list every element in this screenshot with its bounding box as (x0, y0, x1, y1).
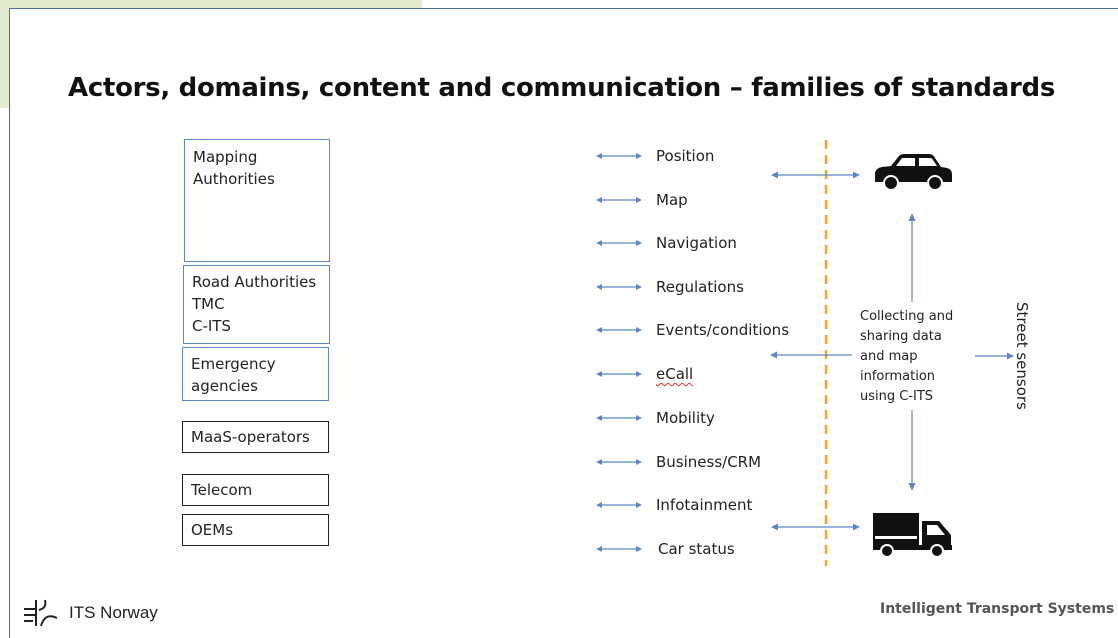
footer-logo-text: ITS Norway (69, 603, 158, 622)
actor-line: C-ITS (192, 317, 231, 335)
double-arrow-icon (596, 284, 642, 290)
domain-row-events-conditions: Events/conditions (596, 319, 789, 341)
double-arrow-icon (596, 415, 642, 421)
actor-emergency-agencies: Emergency agencies (182, 347, 329, 401)
domain-row-mobility: Mobility (596, 407, 715, 429)
footer-tagline: Intelligent Transport Systems (880, 601, 1115, 617)
domain-row-map: Map (596, 189, 688, 211)
domain-row-regulations: Regulations (596, 276, 744, 298)
double-arrow-icon (596, 502, 642, 508)
truck-connector-arrow (771, 523, 860, 531)
domain-label: Events/conditions (656, 321, 790, 339)
actor-oems: OEMs (182, 514, 329, 546)
corner-accent-inner (9, 9, 422, 108)
domain-label: Mobility (656, 409, 715, 427)
double-arrow-icon (596, 546, 642, 552)
domain-label: Regulations (656, 278, 744, 296)
double-arrow-icon (596, 371, 642, 377)
center-line: sharing data (860, 329, 942, 344)
actor-line: Mapping (193, 148, 258, 166)
domain-label: Business/CRM (656, 453, 762, 471)
down-arrow (908, 410, 916, 491)
domain-row-position: Position (596, 145, 714, 167)
car-icon (875, 154, 952, 191)
actor-line: OEMs (191, 521, 234, 539)
actor-line: agencies (191, 377, 258, 395)
up-arrow (908, 213, 916, 302)
actor-line: MaaS-operators (191, 428, 310, 446)
slide-title: Actors, domains, content and communicati… (68, 73, 1056, 103)
actor-mapping-authorities: Mapping Authorities (184, 139, 330, 262)
center-line: Collecting and (860, 309, 954, 324)
double-arrow-icon (596, 327, 642, 333)
domain-label: Position (656, 147, 715, 165)
domain-label: Car status (658, 540, 735, 558)
double-arrow-icon (596, 459, 642, 465)
double-arrow-icon (596, 153, 642, 159)
footer-logo: ITS Norway (23, 598, 158, 628)
actor-line: Emergency (191, 355, 276, 373)
its-norway-logo-icon (24, 599, 58, 627)
actor-maas-operators: MaaS-operators (182, 421, 329, 453)
double-arrow-icon (596, 197, 642, 203)
domain-label: Infotainment (656, 496, 753, 514)
actor-line: Road Authorities (192, 273, 317, 291)
actor-road-authorities: Road Authorities TMC C-ITS (183, 265, 330, 344)
center-line: and map (860, 349, 918, 364)
street-sensors-label: Street sensors (1013, 302, 1031, 410)
slide-frame (9, 8, 1118, 638)
central-connector-arrow (770, 351, 852, 359)
center-line: information (860, 369, 936, 384)
car-connector-arrow (771, 171, 860, 179)
center-description: Collecting and sharing data and map info… (860, 307, 953, 407)
domain-row-car-status: Car status (596, 538, 735, 560)
double-arrow-icon (596, 240, 642, 246)
actor-line: Telecom (191, 481, 253, 499)
center-line: using C-ITS (860, 389, 934, 404)
domain-label: Map (656, 191, 688, 209)
domain-row-navigation: Navigation (596, 232, 737, 254)
domain-row-business-crm: Business/CRM (596, 451, 761, 473)
domain-row-ecall: eCall (596, 363, 693, 385)
actor-line: Authorities (193, 170, 275, 188)
truck-icon (873, 513, 952, 558)
actor-telecom: Telecom (182, 474, 329, 506)
domain-label: eCall (656, 365, 694, 383)
domain-label: Navigation (656, 234, 737, 252)
sensor-arrow (975, 352, 1014, 360)
domain-row-infotainment: Infotainment (596, 494, 752, 516)
actor-line: TMC (192, 295, 225, 313)
